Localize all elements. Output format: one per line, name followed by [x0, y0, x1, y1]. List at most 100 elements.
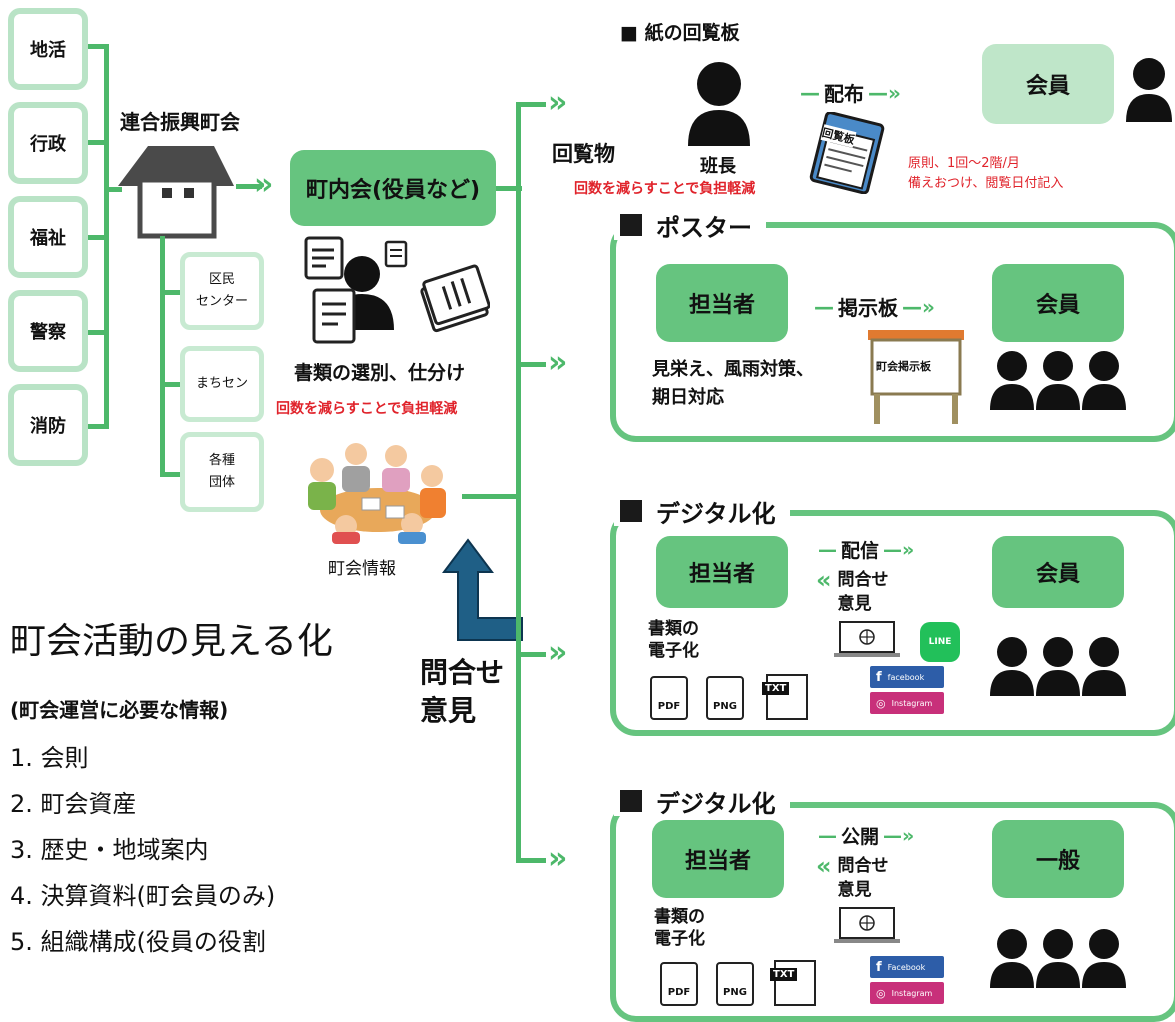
info-list: 1. 会則 2. 町会資産 3. 歴史・地域案内 4. 決算資料(町会員のみ) …: [10, 738, 275, 968]
png-file-icon: PNG: [716, 962, 754, 1006]
square-bullet-icon: [620, 500, 642, 522]
org-box-keisatsu: 警察: [8, 290, 88, 372]
instagram-badge: ◎Instagram: [870, 982, 944, 1004]
list-item: 1. 会則: [10, 738, 275, 784]
connector: [88, 424, 108, 429]
branch: [516, 362, 546, 367]
list-number: 3.: [10, 836, 33, 864]
connector-vertical: [160, 236, 165, 476]
digital1-actor-box: 担当者: [656, 536, 788, 608]
connector: [496, 186, 522, 191]
branch: [516, 652, 546, 657]
list-text: 歴史・地域案内: [40, 836, 209, 864]
trunk-line: [516, 102, 521, 862]
poster-actor-box: 担当者: [656, 264, 788, 342]
target-label: 会員: [1025, 74, 1070, 99]
digital2-doc-label: 書類の 電子化: [654, 906, 705, 950]
chonaikai-box: 町内会(役員など): [290, 150, 496, 226]
chevron-right-icon: »: [254, 167, 274, 202]
square-bullet-icon: [620, 214, 642, 236]
pdf-file-icon: PDF: [650, 676, 688, 720]
paper-note-line: 原則、1回〜2階/月: [908, 156, 1020, 171]
paper-note: 原則、1回〜2階/月 備えおつけ、閲覧日付記入: [908, 154, 1063, 194]
target-label: 会員: [1035, 293, 1080, 318]
chevron-right-icon: »: [548, 841, 568, 876]
house-icon: [118, 146, 234, 239]
monitor-globe-icon: [834, 621, 900, 657]
digital2-back-arrow: « 問合せ 意見: [816, 852, 889, 900]
paper-target-box: 会員: [982, 44, 1114, 124]
inquiry-label: 問合せ: [837, 570, 889, 590]
hancho-label: 班長: [700, 156, 736, 177]
inquiry-line: 問合せ: [420, 656, 505, 689]
txt-file-icon: TXT: [762, 674, 808, 720]
org-box-gyosei: 行政: [8, 102, 88, 184]
actor-label: 担当者: [688, 562, 755, 587]
connector: [160, 290, 182, 295]
org-label: 行政: [30, 134, 66, 155]
file-type: TXT: [770, 968, 798, 981]
poster-action-arrow: —掲示板—»: [814, 292, 935, 321]
document-sorting-icon: [304, 236, 490, 344]
line-app-icon: LINE: [920, 622, 960, 662]
distribute-arrow: —配布—»: [800, 78, 901, 107]
digital2-header-label: デジタル化: [656, 789, 776, 818]
connector: [236, 184, 262, 189]
list-item: 3. 歴史・地域案内: [10, 830, 275, 876]
list-text: 町会資産: [40, 790, 137, 818]
chonaikai-label: 町内会(役員など): [305, 178, 481, 203]
main-title: 町会活動の見える化: [10, 621, 333, 662]
red-note-burden: 回数を減らすことで負担軽減: [276, 401, 458, 417]
public-icon: [990, 929, 1126, 988]
line-app-label: LINE: [928, 637, 952, 647]
rengo-title: 連合振興町会: [120, 110, 240, 134]
org-label: 警察: [30, 322, 66, 343]
poster-header: ポスター: [614, 210, 766, 242]
sorting-label: 書類の選別、仕分け: [294, 362, 466, 384]
list-text: 組織構成(役員の役割: [40, 928, 266, 956]
chevron-right-icon: »: [548, 85, 568, 120]
instagram-badge: ◎Instagram: [870, 692, 944, 714]
connector: [88, 235, 108, 240]
connector: [462, 494, 520, 499]
circular-board-icon: [809, 112, 885, 194]
connector: [160, 472, 182, 477]
poster-action-label: 掲示板: [838, 296, 898, 320]
doc-line: 書類の: [648, 619, 699, 639]
instagram-label: Instagram: [891, 988, 933, 998]
connector: [88, 44, 108, 49]
digital1-doc-label: 書類の 電子化: [648, 618, 699, 662]
file-type: PNG: [713, 701, 737, 712]
person-icon: [1126, 58, 1172, 122]
actor-label: 担当者: [684, 849, 751, 874]
members-icon: [990, 637, 1126, 696]
branch: [516, 858, 546, 863]
square-bullet-icon: [620, 790, 642, 812]
inquiry-big: 問合せ 意見: [420, 654, 505, 730]
digital1-header: デジタル化: [614, 496, 790, 528]
txt-file-icon: TXT: [770, 960, 816, 1006]
opinion-line: 意見: [420, 694, 477, 727]
list-number: 1.: [10, 744, 33, 772]
facebook-label: facebook: [887, 672, 925, 682]
paper-header: ■ 紙の回覧板: [620, 22, 740, 44]
org-box-fukushi: 福祉: [8, 196, 88, 278]
digital2-actor-box: 担当者: [652, 820, 784, 898]
info-label: 町会情報: [328, 559, 396, 579]
connector: [88, 140, 108, 145]
list-item: 5. 組織構成(役員の役割: [10, 922, 275, 968]
doc-line: 書類の: [654, 907, 705, 927]
actor-label: 担当者: [688, 293, 755, 318]
connector: [104, 187, 122, 192]
list-number: 2.: [10, 790, 33, 818]
file-type: PDF: [657, 701, 681, 712]
instagram-icon: ◎: [876, 696, 886, 710]
file-type: PDF: [667, 987, 691, 998]
connector-vertical: [104, 44, 109, 429]
monitor-globe-icon: [834, 907, 900, 943]
org-label: 福祉: [30, 228, 66, 249]
digital1-header-label: デジタル化: [656, 499, 776, 528]
opinion-label: 意見: [837, 594, 872, 614]
